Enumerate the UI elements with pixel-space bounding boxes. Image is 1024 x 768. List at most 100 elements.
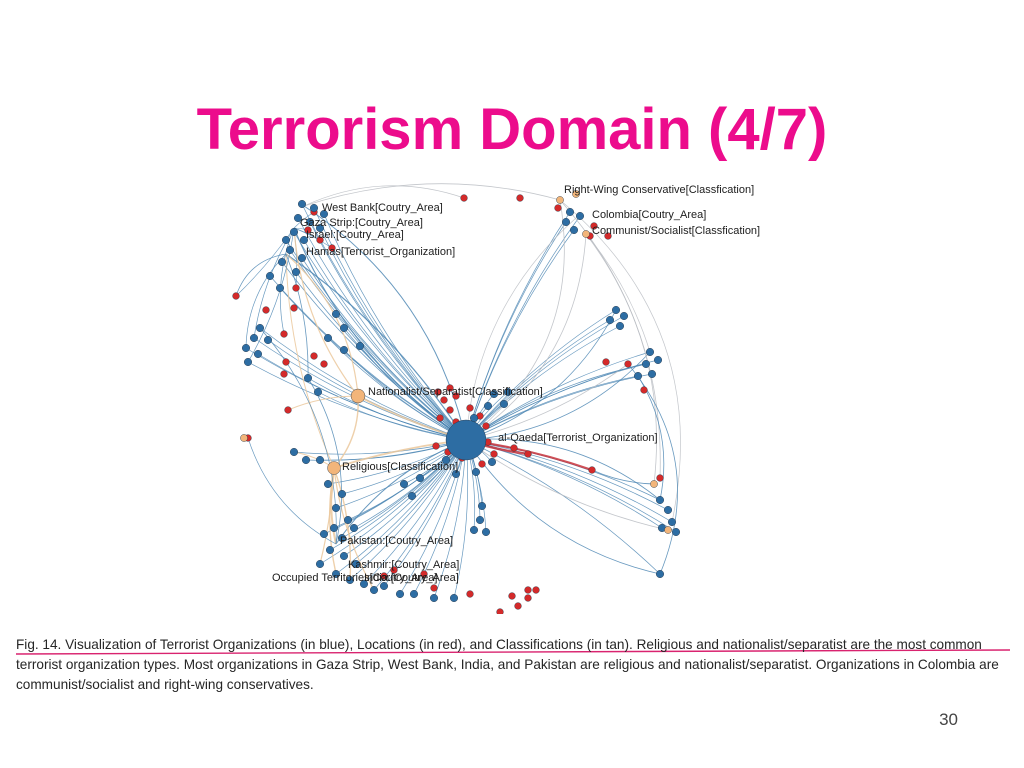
graph-edge-2 xyxy=(313,207,467,441)
graph-node-68 xyxy=(278,257,287,266)
label-pakistan: Pakistan:[Coutry_Area] xyxy=(340,535,453,547)
graph-node-55 xyxy=(602,358,610,366)
graph-edge-41 xyxy=(343,439,467,557)
graph-edge-63 xyxy=(465,319,611,441)
graph-node-109 xyxy=(477,502,486,511)
graph-node-139 xyxy=(441,456,450,465)
graph-node-48 xyxy=(390,566,398,574)
graph-node-111 xyxy=(469,526,478,535)
graph-edge-3 xyxy=(323,213,467,441)
graph-node-17 xyxy=(440,396,448,404)
graph-node-63 xyxy=(289,228,298,237)
graph-node-75 xyxy=(242,343,251,352)
graph-node-16 xyxy=(434,388,442,396)
label-communist: Communist/Socialist[Classfication] xyxy=(592,225,760,237)
graph-node-132 xyxy=(566,208,575,217)
label-colombia: Colombia[Coutry_Area] xyxy=(592,209,706,221)
graph-node-101 xyxy=(345,576,354,585)
graph-node-50 xyxy=(430,584,438,592)
graph-edge-101 xyxy=(303,205,467,441)
graph-node-113 xyxy=(490,389,499,398)
graph-node-82 xyxy=(355,341,364,350)
graph-node-145 xyxy=(407,492,416,501)
label-nationalist: Nationalist/Separatist[Classification] xyxy=(368,386,543,398)
graph-node-61 xyxy=(305,218,314,227)
graph-edge-27 xyxy=(307,377,467,441)
graph-node-64 xyxy=(282,236,291,245)
graph-edge-95 xyxy=(235,227,295,297)
graph-node-26 xyxy=(490,450,498,458)
graph-node-87 xyxy=(315,456,324,465)
graph-node-141 xyxy=(471,468,480,477)
label-right-wing: Right-Wing Conservative[Classfication] xyxy=(564,184,754,196)
graph-node-51 xyxy=(466,590,474,598)
graph-node-85 xyxy=(289,448,298,457)
graph-node-91 xyxy=(343,516,352,525)
graph-node-126 xyxy=(656,496,665,505)
graph-edge-47 xyxy=(373,439,467,591)
graph-node-149 xyxy=(582,230,590,238)
node-religious xyxy=(327,461,341,475)
label-west-bank: West Bank[Coutry_Area] xyxy=(322,202,443,214)
graph-node-97 xyxy=(339,552,348,561)
graph-node-44 xyxy=(508,592,516,600)
graph-node-36 xyxy=(604,232,612,240)
graph-node-142 xyxy=(488,458,497,467)
graph-edge-96 xyxy=(465,199,565,441)
label-india: India:[Coutry_Area] xyxy=(364,572,459,584)
graph-node-153 xyxy=(572,190,580,198)
graph-edge-62 xyxy=(465,315,625,441)
graph-node-32 xyxy=(516,194,524,202)
graph-edge-121 xyxy=(333,467,375,591)
graph-node-129 xyxy=(672,528,681,537)
graph-edge-120 xyxy=(319,467,335,565)
graph-nodes xyxy=(232,190,681,614)
graph-edge-127 xyxy=(285,253,309,379)
graph-node-60 xyxy=(293,214,302,223)
graph-node-127 xyxy=(664,506,673,515)
graph-node-14 xyxy=(310,352,318,360)
graph-node-3 xyxy=(316,236,324,244)
graph-node-74 xyxy=(264,335,273,344)
label-occupied: Occupied Territories[Coutry_Area] xyxy=(272,572,437,584)
graph-node-4 xyxy=(328,244,336,252)
graph-node-58 xyxy=(309,204,318,213)
graph-node-121 xyxy=(646,347,655,356)
graph-edge-108 xyxy=(465,439,669,531)
graph-node-6 xyxy=(290,304,298,312)
graph-node-98 xyxy=(351,560,360,569)
graph-node-71 xyxy=(276,283,285,292)
graph-node-115 xyxy=(500,399,509,408)
graph-node-124 xyxy=(634,371,643,380)
graph-node-135 xyxy=(570,226,579,235)
graph-labels: West Bank[Coutry_Area] Gaza Strip:[Coutr… xyxy=(272,184,760,584)
graph-node-88 xyxy=(323,480,332,489)
graph-edge-122 xyxy=(333,395,359,469)
graph-node-62 xyxy=(315,224,324,233)
graph-node-84 xyxy=(313,387,322,396)
graph-edge-5 xyxy=(309,221,467,441)
graph-node-34 xyxy=(590,222,598,230)
graph-node-47 xyxy=(380,572,388,580)
graph-node-9 xyxy=(282,358,290,366)
graph-edge-99 xyxy=(285,253,467,441)
graph-node-70 xyxy=(266,271,275,280)
graph-node-133 xyxy=(576,212,585,221)
graph-edge-136 xyxy=(585,233,651,353)
graph-node-76 xyxy=(254,349,263,358)
graph-node-38 xyxy=(588,466,596,474)
graph-node-7 xyxy=(262,306,270,314)
graph-node-86 xyxy=(301,456,310,465)
graph-node-108 xyxy=(449,594,458,603)
graph-node-78 xyxy=(331,309,340,318)
graph-node-96 xyxy=(325,546,334,555)
label-kashmir: Kashmir:[Coutry_Area] xyxy=(348,559,459,571)
label-israel: Israel:[Coutry_Area] xyxy=(306,229,404,241)
graph-node-134 xyxy=(562,218,571,227)
graph-edge-46 xyxy=(363,439,467,585)
graph-edge-115 xyxy=(293,227,359,397)
node-al-qaeda xyxy=(445,419,487,461)
node-nationalist-separatist xyxy=(350,388,366,404)
label-religious: Religious[Classification] xyxy=(342,461,458,473)
graph-node-15 xyxy=(320,360,328,368)
